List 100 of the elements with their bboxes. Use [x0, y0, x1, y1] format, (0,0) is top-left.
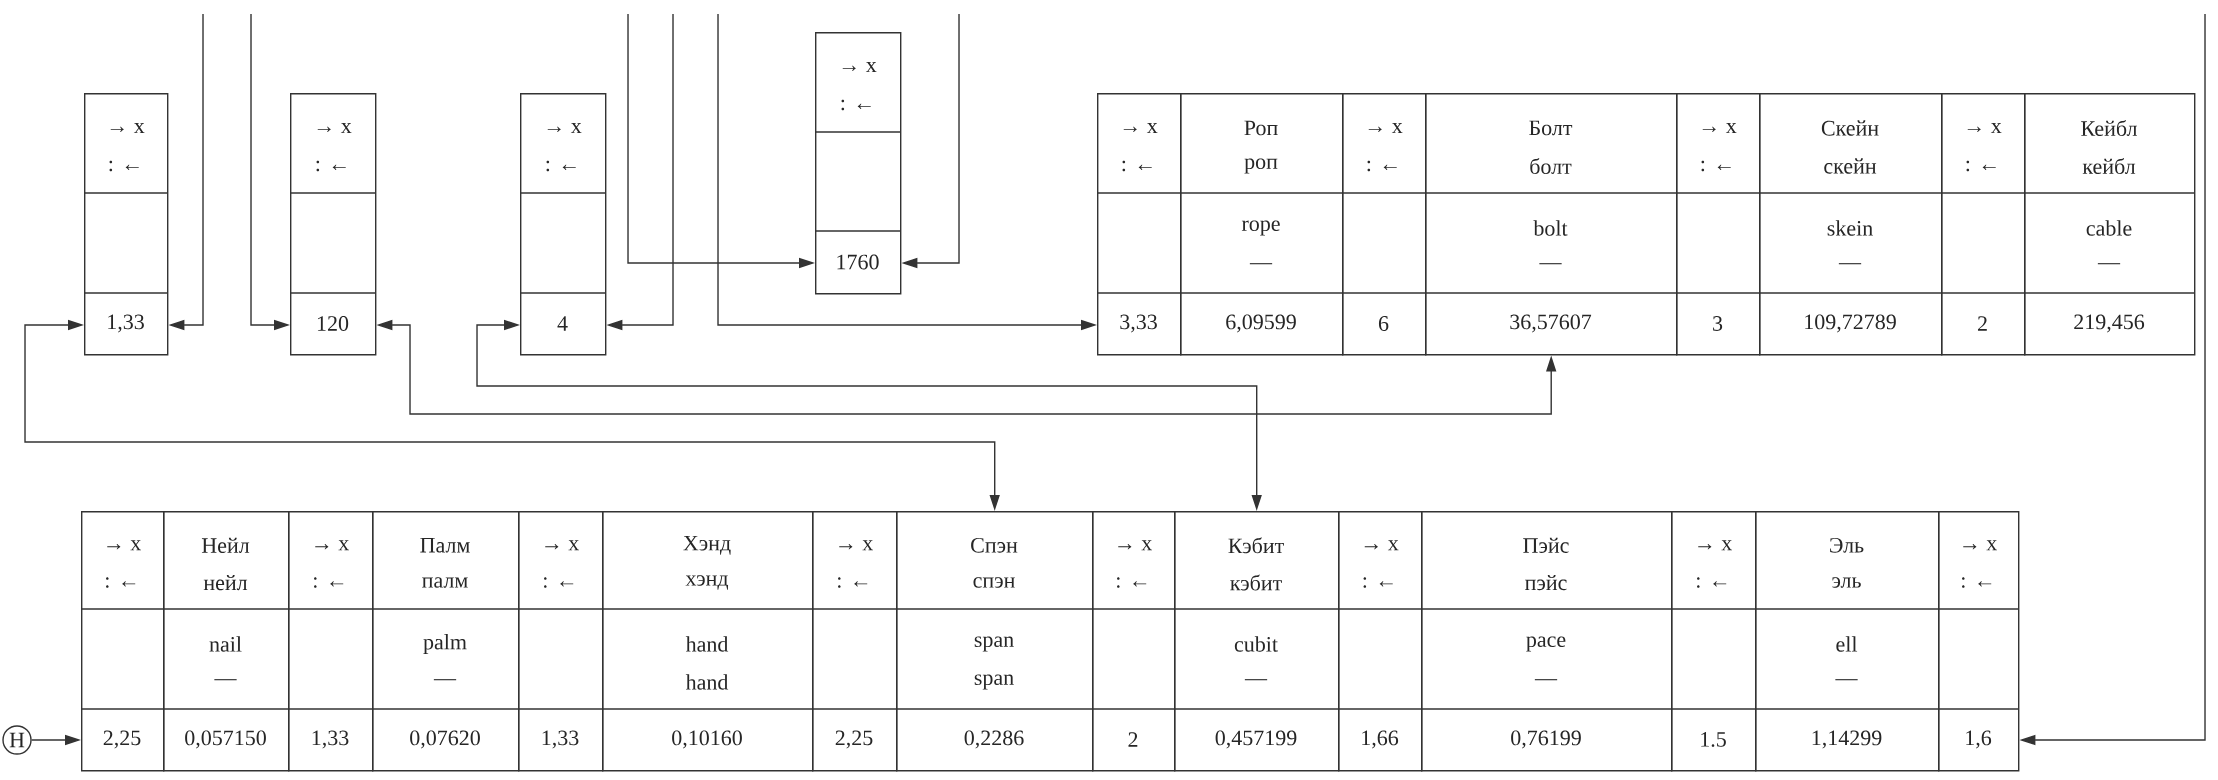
cell-text: 2	[1978, 316, 1987, 331]
cell-text: : ←	[1966, 160, 1996, 172]
cell-text: 3	[1713, 316, 1723, 331]
cell-text: 219,456	[2074, 314, 2145, 333]
cell-text: Роп	[1244, 120, 1278, 136]
cell-text: нейл	[203, 574, 248, 591]
cell-text: → x	[1123, 122, 1158, 134]
cell-text: 2,25	[835, 730, 873, 749]
cell-text: 1,14299	[1812, 730, 1882, 749]
cell-text: спэн	[973, 577, 1015, 588]
cell-text: : ←	[314, 577, 344, 588]
cell-text: ell	[1836, 636, 1858, 652]
cell-text: скейн	[1824, 158, 1877, 174]
cell-text: → x	[545, 540, 579, 551]
cell-text: 36,57607	[1510, 314, 1592, 333]
cell-text: 0,76199	[1511, 730, 1581, 749]
cell-text: Кэбит	[1228, 537, 1284, 554]
cell-text: → x	[1698, 540, 1732, 551]
cell-text: → x	[1702, 122, 1737, 134]
cell-text: 2	[1128, 732, 1138, 747]
cell-text: → x	[107, 540, 141, 551]
cell-text: 109,72789	[1805, 314, 1896, 333]
cell-text: 6	[1378, 316, 1389, 331]
cell-text: 0,2286	[964, 730, 1024, 749]
cell-text: → x	[1364, 540, 1399, 551]
cell-text: → x	[1118, 540, 1152, 551]
cell-text: кэбит	[1230, 574, 1282, 591]
cell-text: 1,33	[108, 314, 144, 333]
cell-text: 4	[557, 316, 568, 331]
cell-text: nail	[209, 636, 242, 652]
cell-text: : ←	[109, 160, 139, 172]
cell-text: : ←	[544, 577, 574, 588]
cell-text: → x	[315, 540, 349, 551]
cell-text: palm	[423, 634, 467, 654]
cell-text: Болт	[1529, 120, 1573, 136]
cell-text: → x	[1963, 540, 1997, 551]
cell-text: —	[1249, 263, 1273, 265]
cell-text: 6,09599	[1226, 314, 1296, 333]
cell-text: → x	[842, 61, 877, 73]
cell-text: : ←	[841, 99, 871, 111]
cell-text: : ←	[1122, 160, 1152, 172]
cell-text: : ←	[1117, 577, 1147, 588]
cell-text: 2,25	[103, 730, 141, 749]
cell-text: пэйс	[1525, 574, 1567, 591]
cell-text: → x	[547, 122, 582, 134]
cell-text: : ←	[838, 577, 868, 588]
cell-text: кейбл	[2082, 158, 2136, 174]
cell-text: rope	[1241, 220, 1280, 236]
cell-text: → x	[110, 122, 145, 134]
cell-text: 120	[317, 316, 349, 331]
cell-text: cubit	[1234, 636, 1278, 652]
cell-text: → x	[839, 540, 873, 551]
cell-text: → x	[317, 122, 352, 134]
cell-text: палм	[422, 577, 468, 588]
cell-text: 1,6	[1966, 730, 1992, 749]
cell-text: Эль	[1830, 537, 1864, 553]
cell-text: 1,33	[312, 730, 349, 749]
cell-text: Хэнд	[683, 535, 731, 555]
cell-text: → x	[1967, 122, 2002, 134]
cell-text: 1,33	[542, 730, 579, 749]
cell-text: → x	[1368, 122, 1403, 134]
cell-text: skein	[1827, 220, 1873, 236]
cell-text: 0,07620	[410, 730, 480, 749]
cell-text: —	[1835, 679, 1858, 681]
cell-text: : ←	[1367, 160, 1397, 172]
cell-text: : ←	[106, 577, 136, 588]
cell-text: 3,33	[1120, 314, 1157, 333]
cell-text: cable	[2086, 220, 2132, 236]
cell-text: : ←	[316, 160, 346, 172]
cell-text: 0,10160	[672, 730, 742, 749]
cell-text: Пэйс	[1523, 537, 1569, 553]
cell-text: hand	[685, 674, 729, 690]
cell-text: 0,457199	[1215, 730, 1297, 749]
cell-text: болт	[1530, 158, 1572, 174]
cell-text: : ←	[1962, 577, 1992, 588]
cell-text: Спэн	[971, 537, 1018, 553]
cell-text: span	[974, 674, 1014, 690]
cell-text: 0,057150	[185, 730, 266, 749]
cell-text: Палм	[420, 538, 470, 553]
cell-text: хэнд	[685, 575, 729, 590]
cell-text: span	[974, 636, 1014, 652]
cell-text: 1760	[837, 254, 879, 270]
cell-text: : ←	[1363, 577, 1393, 588]
cell-text: Нейл	[201, 537, 250, 553]
cell-text: Кейбл	[2081, 120, 2137, 136]
cell-text: : ←	[546, 160, 576, 172]
cell-text: роп	[1244, 158, 1278, 174]
cell-text: bolt	[1533, 220, 1568, 236]
cell-text: —	[1539, 263, 1562, 265]
cell-text: : ←	[1697, 577, 1727, 588]
cell-text: pace	[1526, 636, 1566, 652]
cell-text: : ←	[1701, 160, 1731, 172]
cell-text: —	[1534, 679, 1558, 681]
cell-text: 1,66	[1362, 730, 1399, 749]
cell-text: —	[433, 679, 457, 681]
cell-text: Скейн	[1821, 120, 1879, 136]
cell-text: —	[1244, 679, 1268, 681]
cell-text: эль	[1832, 577, 1861, 588]
cell-text: —	[1838, 263, 1862, 265]
cell-text: hand	[685, 636, 729, 652]
